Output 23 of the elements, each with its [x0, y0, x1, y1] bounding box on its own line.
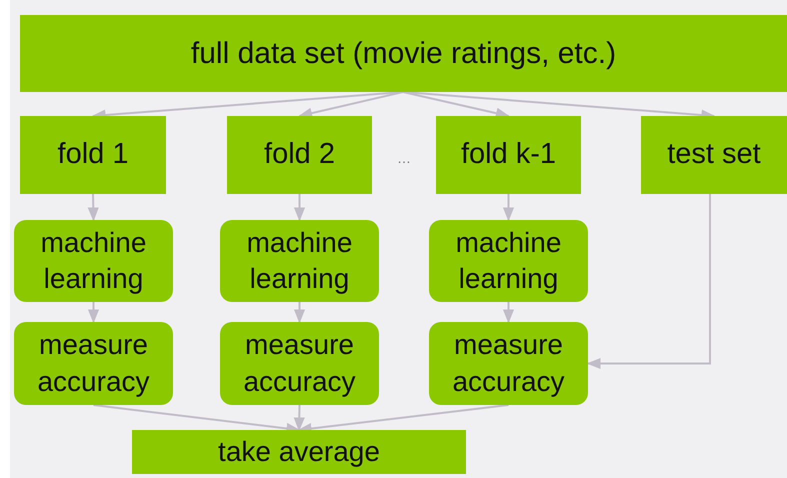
data-box: test set: [641, 116, 787, 194]
process-box: machine learning: [429, 220, 588, 302]
arrow: [502, 302, 514, 324]
process-box: measure accuracy: [429, 322, 588, 405]
arrow: [294, 404, 305, 432]
data-box: fold 2: [227, 116, 372, 194]
data-box: fold 1: [20, 116, 166, 194]
data-box: take average: [132, 430, 466, 474]
process-box: measure accuracy: [14, 322, 173, 405]
arrow: [298, 91, 404, 119]
ellipsis: …: [397, 150, 411, 166]
arrow: [402, 91, 510, 119]
arrow: [294, 302, 306, 324]
arrow: [88, 194, 99, 222]
arrow: [294, 194, 306, 222]
process-box: measure accuracy: [220, 322, 379, 405]
arrow: [586, 194, 711, 370]
data-box: fold k-1: [436, 116, 581, 194]
process-box: machine learning: [14, 220, 173, 302]
arrow: [88, 302, 100, 324]
process-box: machine learning: [220, 220, 379, 302]
data-box: full data set (movie ratings, etc.): [20, 15, 787, 92]
arrow: [502, 194, 514, 222]
